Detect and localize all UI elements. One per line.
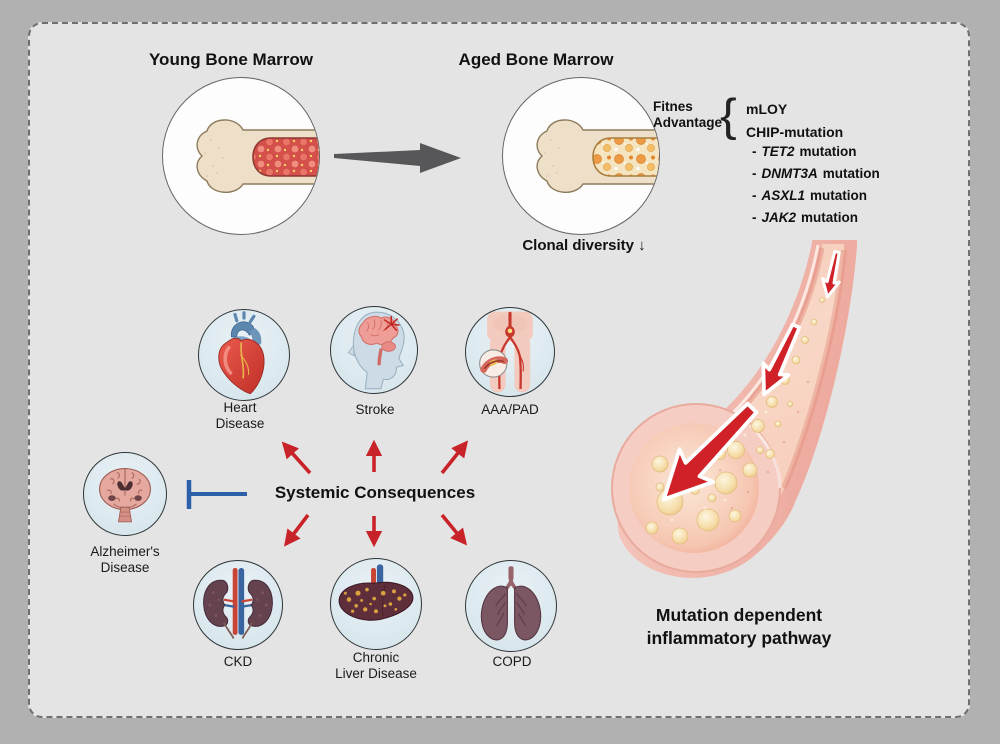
alzheimers-circle <box>83 452 167 536</box>
aorta-arteries-icon <box>479 311 533 393</box>
aaa-pad-circle <box>465 307 555 397</box>
flow-arrow-large <box>661 401 759 502</box>
mloy-label: mLOY <box>746 101 788 117</box>
blood-vessel-illustration <box>611 240 857 578</box>
copd-label: COPD <box>492 654 532 669</box>
fitness-line1: Fitnes <box>653 99 693 114</box>
aaa-pad-label: AAA/PAD <box>481 402 539 417</box>
lungs-icon <box>480 566 542 641</box>
brain-section-icon <box>99 468 151 523</box>
brace-glyph: { <box>720 90 737 141</box>
heart-icon <box>218 311 265 395</box>
systemic-arrows <box>186 439 469 548</box>
vessel-caption: Mutation dependent inflammatory pathway <box>646 605 832 648</box>
fitness-advantage-label: Fitnes Advantage <box>653 99 722 131</box>
copd-circle <box>465 560 557 652</box>
heart-disease-circle <box>198 309 290 401</box>
young-bone-icon <box>196 119 319 193</box>
chronic-liver-circle <box>330 558 422 650</box>
aged-bone-circle <box>502 77 660 235</box>
fitness-line2: Advantage <box>653 115 723 130</box>
liver-icon <box>338 564 414 621</box>
ckd-circle <box>193 560 283 650</box>
arrow-to-ckd <box>283 513 310 547</box>
aging-transition-arrow <box>334 143 461 173</box>
aged-bone-icon <box>536 119 659 193</box>
arrow-to-heart <box>281 441 312 475</box>
arrow-to-copd <box>440 513 468 546</box>
clonal-diversity-label: Clonal diversity ↓ <box>522 237 646 254</box>
stroke-circle <box>330 306 418 394</box>
flow-arrow-small <box>821 250 841 299</box>
inhibition-tbar <box>186 480 247 509</box>
kidneys-icon <box>203 568 273 639</box>
ckd-label: CKD <box>223 654 253 669</box>
young-bone-marrow-title: Young Bone Marrow <box>148 50 313 69</box>
chip-mutation-label: CHIP-mutation <box>746 124 844 140</box>
brain-stroke-icon <box>347 311 405 390</box>
flow-arrow-medium <box>761 322 802 397</box>
stroke-label: Stroke <box>355 402 395 417</box>
young-bone-circle <box>162 77 320 235</box>
aged-bone-marrow-title: Aged Bone Marrow <box>458 50 614 69</box>
systemic-consequences-label: Systemic Consequences <box>274 483 476 502</box>
arrow-to-aaa-pad <box>440 440 469 475</box>
